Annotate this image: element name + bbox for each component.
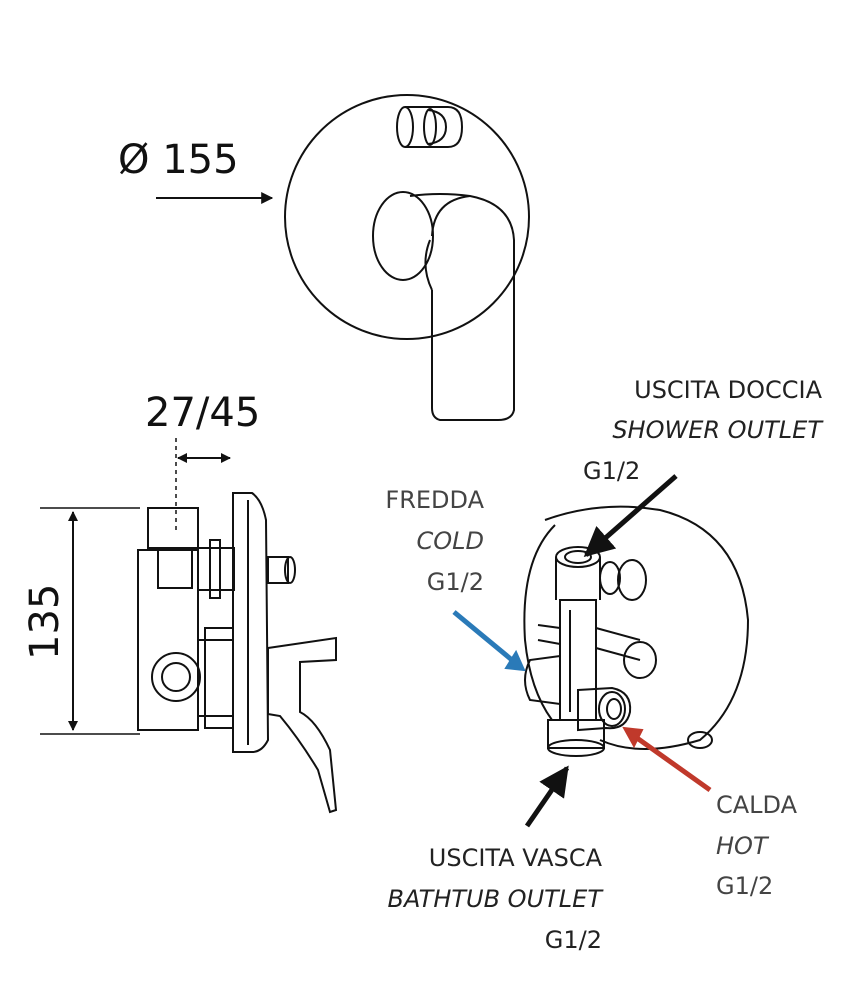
bathtub-outlet-en: BATHTUB OUTLET (387, 885, 602, 913)
depth-label: 27/45 (145, 390, 261, 436)
hot-en: HOT (716, 832, 768, 860)
shower-callout-arrow (583, 474, 678, 557)
hot-callout-arrow (628, 730, 712, 793)
height-label: 135 (22, 583, 68, 660)
diverter-knob-icon (396, 106, 464, 148)
bathtub-outlet-port (547, 719, 605, 749)
cover-plate-side (232, 492, 270, 753)
cold-inlet-port (524, 654, 561, 706)
lever-handle-icon (372, 191, 515, 421)
bathtub-callout-arrow (524, 765, 570, 828)
shower-outlet-thread: G1/2 (583, 457, 641, 485)
shower-outlet-it: USCITA DOCCIA (634, 376, 822, 404)
diameter-label: Ø 155 (118, 137, 239, 183)
side-inlet-circle (151, 652, 201, 702)
bathtub-outlet-it: USCITA VASCA (428, 844, 602, 872)
bathtub-outlet-thread: G1/2 (544, 926, 602, 954)
handle-side (267, 636, 338, 814)
plate-perspective (544, 505, 750, 750)
perspective-view (523, 505, 750, 757)
shower-outlet-en: SHOWER OUTLET (612, 416, 822, 444)
side-view (40, 438, 338, 814)
front-view (156, 94, 530, 421)
top-inlet (147, 507, 199, 549)
cold-it: FREDDA (385, 486, 484, 514)
cold-en: COLD (416, 527, 485, 555)
hot-thread: G1/2 (716, 872, 774, 900)
hot-it: CALDA (716, 791, 798, 819)
cold-callout-arrow (452, 610, 520, 667)
cold-thread: G1/2 (426, 568, 484, 596)
hot-inlet-port (577, 686, 632, 732)
cover-plate-circle (284, 94, 530, 340)
